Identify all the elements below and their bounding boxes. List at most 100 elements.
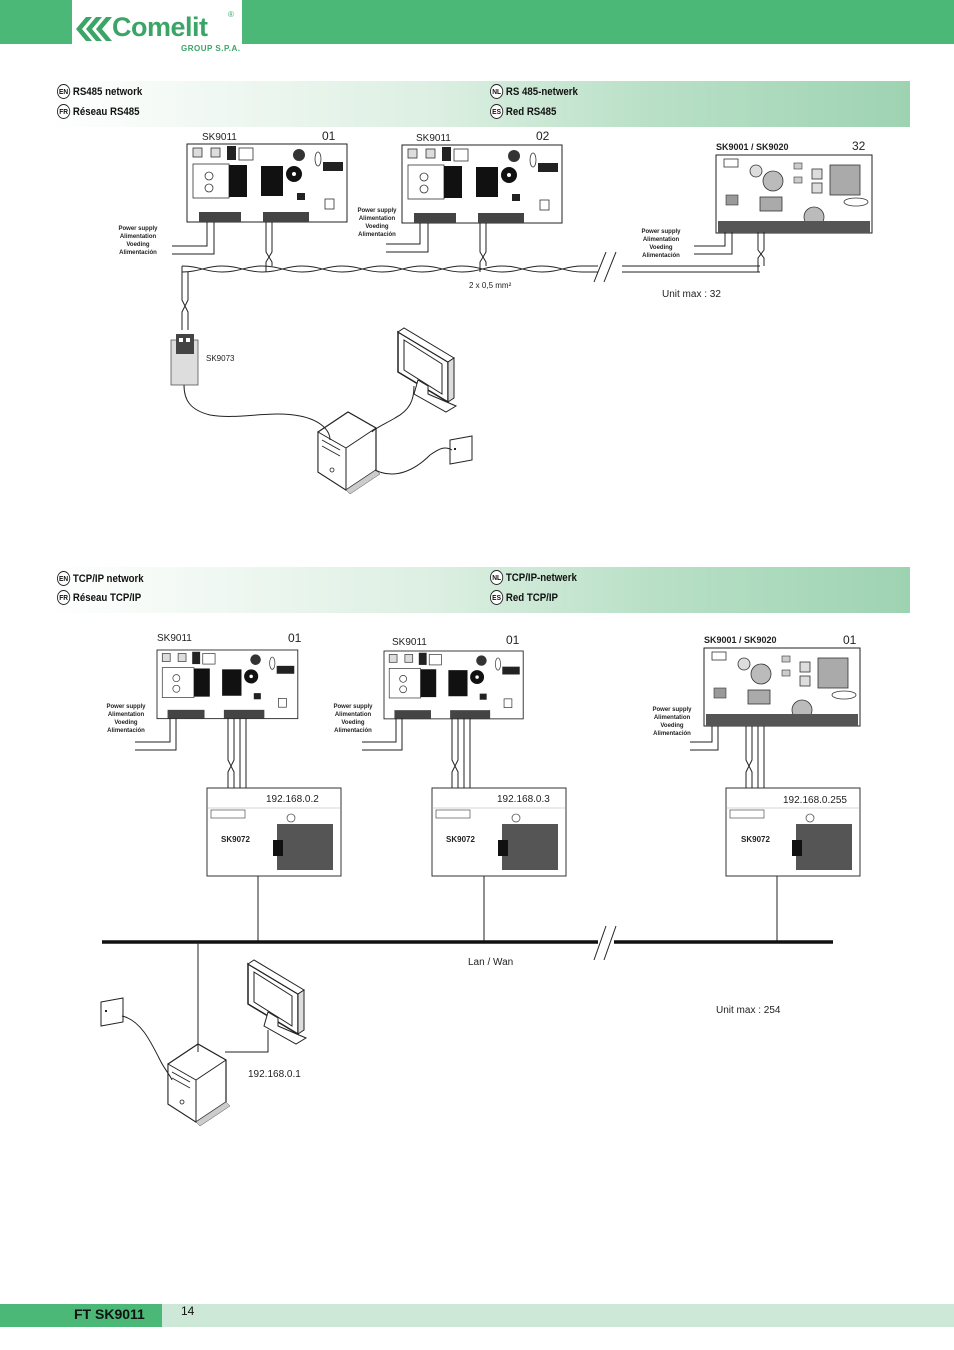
rs485-bus (181, 222, 765, 330)
module-number: 01 (506, 633, 520, 647)
sk9011-board-tcp-2 (383, 650, 524, 720)
power-supply-label-3: Power supply Alimentation Voeding Alimen… (641, 229, 681, 259)
lang-badge: EN (57, 84, 71, 99)
interface-label: SK9072 (741, 835, 770, 844)
svg-text:Alimentación: Alimentación (642, 253, 680, 259)
svg-text:Voeding: Voeding (365, 224, 389, 230)
logo-sub: GROUP S.P.A. (181, 44, 241, 53)
module-number: 01 (843, 633, 857, 647)
svg-text:Alimentación: Alimentación (334, 728, 372, 734)
page-number: 14 (181, 1304, 195, 1318)
lang-badge: FR (57, 590, 71, 605)
svg-text:Voeding: Voeding (660, 723, 684, 729)
unit-max-rs485: Unit max : 32 (662, 289, 721, 300)
svg-text:Power supply: Power supply (118, 226, 158, 232)
monitor-icon (247, 959, 307, 1045)
logo-reg: ® (228, 10, 234, 19)
pc-cables-rs485 (183, 384, 453, 475)
header-text: RS 485-netwerk (505, 85, 578, 98)
interface-label: SK9072 (221, 835, 250, 844)
power-supply-label-1: Power supply Alimentation Voeding Alimen… (118, 226, 158, 256)
header-text: Red RS485 (505, 105, 557, 118)
header-nl-rs485: NL RS 485-netwerk (490, 84, 578, 99)
plug-icon (100, 997, 124, 1027)
ip-address: 192.168.0.2 (266, 794, 319, 805)
module-number: 02 (536, 129, 550, 143)
header-en-rs485: EN RS485 network (57, 84, 142, 99)
sk9001-board-tcp (703, 647, 861, 727)
svg-text:Power supply: Power supply (106, 704, 146, 710)
header-text: TCP/IP-netwerk (505, 571, 577, 584)
module-model: SK9001 / SK9020 (704, 635, 777, 645)
unit-max-tcp: Unit max : 254 (716, 1005, 781, 1016)
ip-address: 192.168.0.3 (497, 794, 550, 805)
cable-spec: 2 x 0,5 mm² (469, 281, 512, 290)
ip-address: 192.168.0.255 (783, 795, 847, 806)
lang-badge: NL (490, 570, 504, 585)
svg-text:Alimentación: Alimentación (107, 728, 145, 734)
header-fr-rs485: FR Réseau RS485 (57, 104, 140, 119)
svg-text:Power supply: Power supply (333, 704, 373, 710)
svg-text:Power supply: Power supply (641, 229, 681, 235)
sk9073-converter (170, 334, 199, 386)
tcpip-header-band (47, 567, 910, 613)
server-icon (167, 1043, 231, 1127)
module-model: SK9011 (416, 133, 451, 144)
module-model: SK9011 (202, 132, 237, 143)
module-number: 32 (852, 139, 866, 153)
module-model: SK9011 (392, 637, 427, 648)
server-icon (317, 411, 381, 495)
header-fr-tcpip: FR Réseau TCP/IP (57, 590, 141, 605)
header-es-rs485: ES Red RS485 (490, 104, 556, 119)
interface-label: SK9072 (446, 835, 475, 844)
svg-text:Alimentation: Alimentation (643, 237, 680, 243)
logo-text: Comelit (112, 12, 208, 42)
header-text: RS485 network (72, 85, 143, 98)
power-wires-rs485 (172, 222, 733, 255)
svg-text:Alimentación: Alimentación (119, 250, 157, 256)
sk9011-board-tcp-1 (156, 649, 299, 720)
svg-text:Alimentación: Alimentación (358, 232, 396, 238)
server-ip: 192.168.0.1 (248, 1069, 301, 1080)
footer-box (0, 1304, 162, 1327)
svg-text:Power supply: Power supply (652, 707, 692, 713)
svg-text:Voeding: Voeding (126, 242, 150, 248)
footer-bar (0, 1304, 954, 1327)
svg-text:Alimentation: Alimentation (108, 712, 145, 718)
header-en-tcpip: EN TCP/IP network (57, 571, 144, 586)
header-text: Réseau RS485 (72, 105, 140, 118)
lang-badge: FR (57, 104, 71, 119)
sk9001-board (715, 154, 873, 234)
lang-badge: ES (490, 104, 504, 119)
svg-text:Alimentation: Alimentation (654, 715, 691, 721)
pc-cables-tcp (121, 942, 269, 1081)
network-label: Lan / Wan (468, 957, 513, 968)
module-number: 01 (288, 631, 302, 645)
header-nl-tcpip: NL TCP/IP-netwerk (490, 570, 577, 585)
svg-text:Alimentation: Alimentation (335, 712, 372, 718)
module-number: 01 (322, 129, 336, 143)
power-supply-label-2: Power supply Alimentation Voeding Alimen… (357, 208, 397, 238)
lang-badge: EN (57, 571, 71, 586)
svg-text:Alimentation: Alimentation (120, 234, 157, 240)
sk9011-board-1 (186, 143, 348, 223)
sk9011-board-2 (401, 144, 563, 224)
converter-label: SK9073 (206, 354, 235, 363)
svg-text:Voeding: Voeding (341, 720, 365, 726)
lan-line (102, 925, 833, 961)
header-text: Réseau TCP/IP (72, 591, 142, 604)
power-supply-label-tcp-2: Power supply Alimentation Voeding Alimen… (333, 704, 373, 734)
header-es-tcpip: ES Red TCP/IP (490, 590, 558, 605)
footer-label: FT SK9011 (74, 1306, 145, 1322)
lang-badge: ES (490, 590, 504, 605)
comelit-logo-icon (76, 17, 112, 41)
power-supply-label-tcp-1: Power supply Alimentation Voeding Alimen… (106, 704, 146, 734)
module-model: SK9001 / SK9020 (716, 142, 789, 152)
plug-icon (449, 435, 473, 465)
header-text: TCP/IP network (72, 572, 144, 585)
header-text: Red TCP/IP (505, 591, 559, 604)
monitor-icon (397, 327, 457, 413)
svg-text:Alimentation: Alimentation (359, 216, 396, 222)
svg-text:Alimentación: Alimentación (653, 731, 691, 737)
